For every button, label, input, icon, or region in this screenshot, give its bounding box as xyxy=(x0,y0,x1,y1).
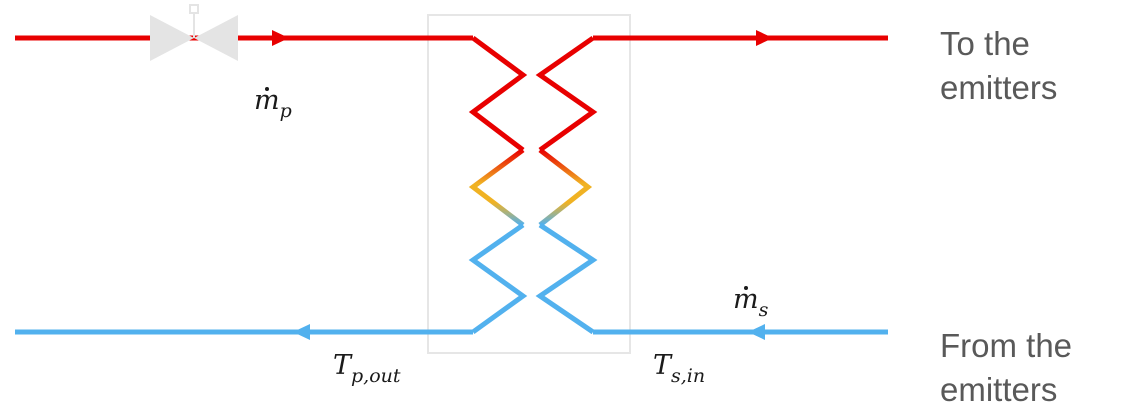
triangle-arrow-icon xyxy=(756,30,773,46)
to-emitters-label: To the emitters xyxy=(940,22,1057,110)
heat-exchanger-box xyxy=(427,14,631,354)
from-emitters-line-2: emitters xyxy=(940,371,1058,408)
primary-mass-flow-label: mp xyxy=(254,85,292,122)
from-emitters-line-1: From the xyxy=(940,327,1073,364)
triangle-arrow-icon xyxy=(293,324,310,340)
primary-outlet-temp-label: Tp,out xyxy=(333,350,401,387)
secondary-inlet-temp-label: Ts,in xyxy=(653,350,706,387)
primary-coil xyxy=(468,35,528,335)
triangle-arrow-icon xyxy=(748,324,765,340)
from-emitters-label: From the emitters xyxy=(940,324,1072,412)
to-emitters-line-2: emitters xyxy=(940,69,1058,106)
gate-valve-icon xyxy=(150,4,238,61)
secondary-mass-flow-label: ms xyxy=(733,284,769,321)
to-emitters-line-1: To the xyxy=(940,25,1030,62)
triangle-arrow-icon xyxy=(272,30,289,46)
secondary-coil xyxy=(535,35,598,335)
